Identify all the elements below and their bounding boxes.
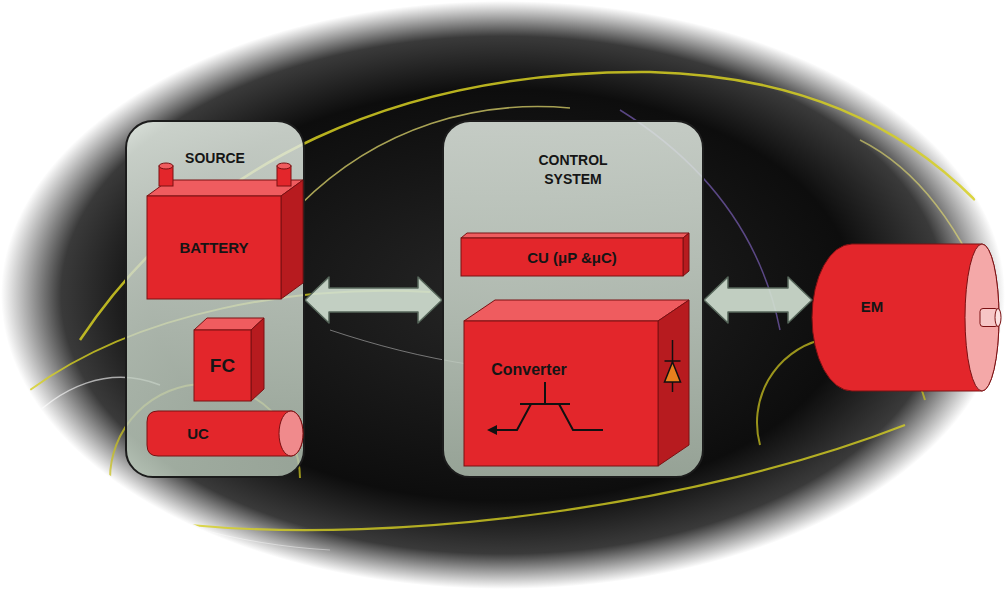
machine-shaft-end <box>995 309 1001 327</box>
node-label: EM <box>861 297 884 317</box>
node-label: Converter <box>491 359 567 381</box>
machine-body <box>812 244 999 391</box>
car-bumper-line <box>60 470 330 550</box>
box-front-face <box>464 321 658 466</box>
fuel-cell-cube: FC <box>193 318 265 402</box>
converter-cube: Converter <box>463 300 690 467</box>
battery-terminal-top <box>277 163 291 169</box>
node-label: CONTROL SYSTEM <box>523 151 623 189</box>
electric-machine-cylinder: EM <box>812 243 1002 392</box>
node-label: UC <box>187 424 209 444</box>
box-top-face <box>461 233 689 238</box>
double-arrow <box>704 277 812 323</box>
shape-outline <box>812 243 1002 392</box>
battery-box: BATTERY <box>146 160 304 300</box>
box-side-face <box>251 318 264 401</box>
box-side-face <box>281 180 303 299</box>
cylinder-end <box>279 411 303 456</box>
cylinder-body <box>147 411 303 456</box>
node-label: BATTERY <box>179 238 248 258</box>
source-panel: SOURCE BATTERY FC UC <box>125 120 305 478</box>
diode-symbol <box>665 340 681 392</box>
node-label: CU (μP &μC) <box>527 247 617 267</box>
ultracapacitor-cylinder: UC <box>146 410 305 457</box>
emitter-arrowhead <box>487 425 497 435</box>
control-unit-bar: CU (μP &μC) <box>460 233 690 277</box>
transistor-symbol <box>491 382 603 430</box>
shape-outline <box>146 160 304 300</box>
box-front-face <box>147 196 281 299</box>
control-panel: CONTROL SYSTEM CU (μP &μC) Converter <box>442 120 704 478</box>
box-top-face <box>464 300 689 321</box>
box-side-face <box>683 233 689 276</box>
box-front-face <box>194 330 251 401</box>
shape-outline <box>463 300 690 467</box>
node-label: FC <box>210 353 235 379</box>
box-front-face <box>461 238 683 276</box>
box-side-face <box>658 300 689 466</box>
double-arrow <box>305 277 442 323</box>
machine-end-face <box>965 244 999 391</box>
node-label: SOURCE <box>140 149 290 168</box>
shape-outline <box>146 410 305 457</box>
battery-terminal-top <box>159 163 173 169</box>
